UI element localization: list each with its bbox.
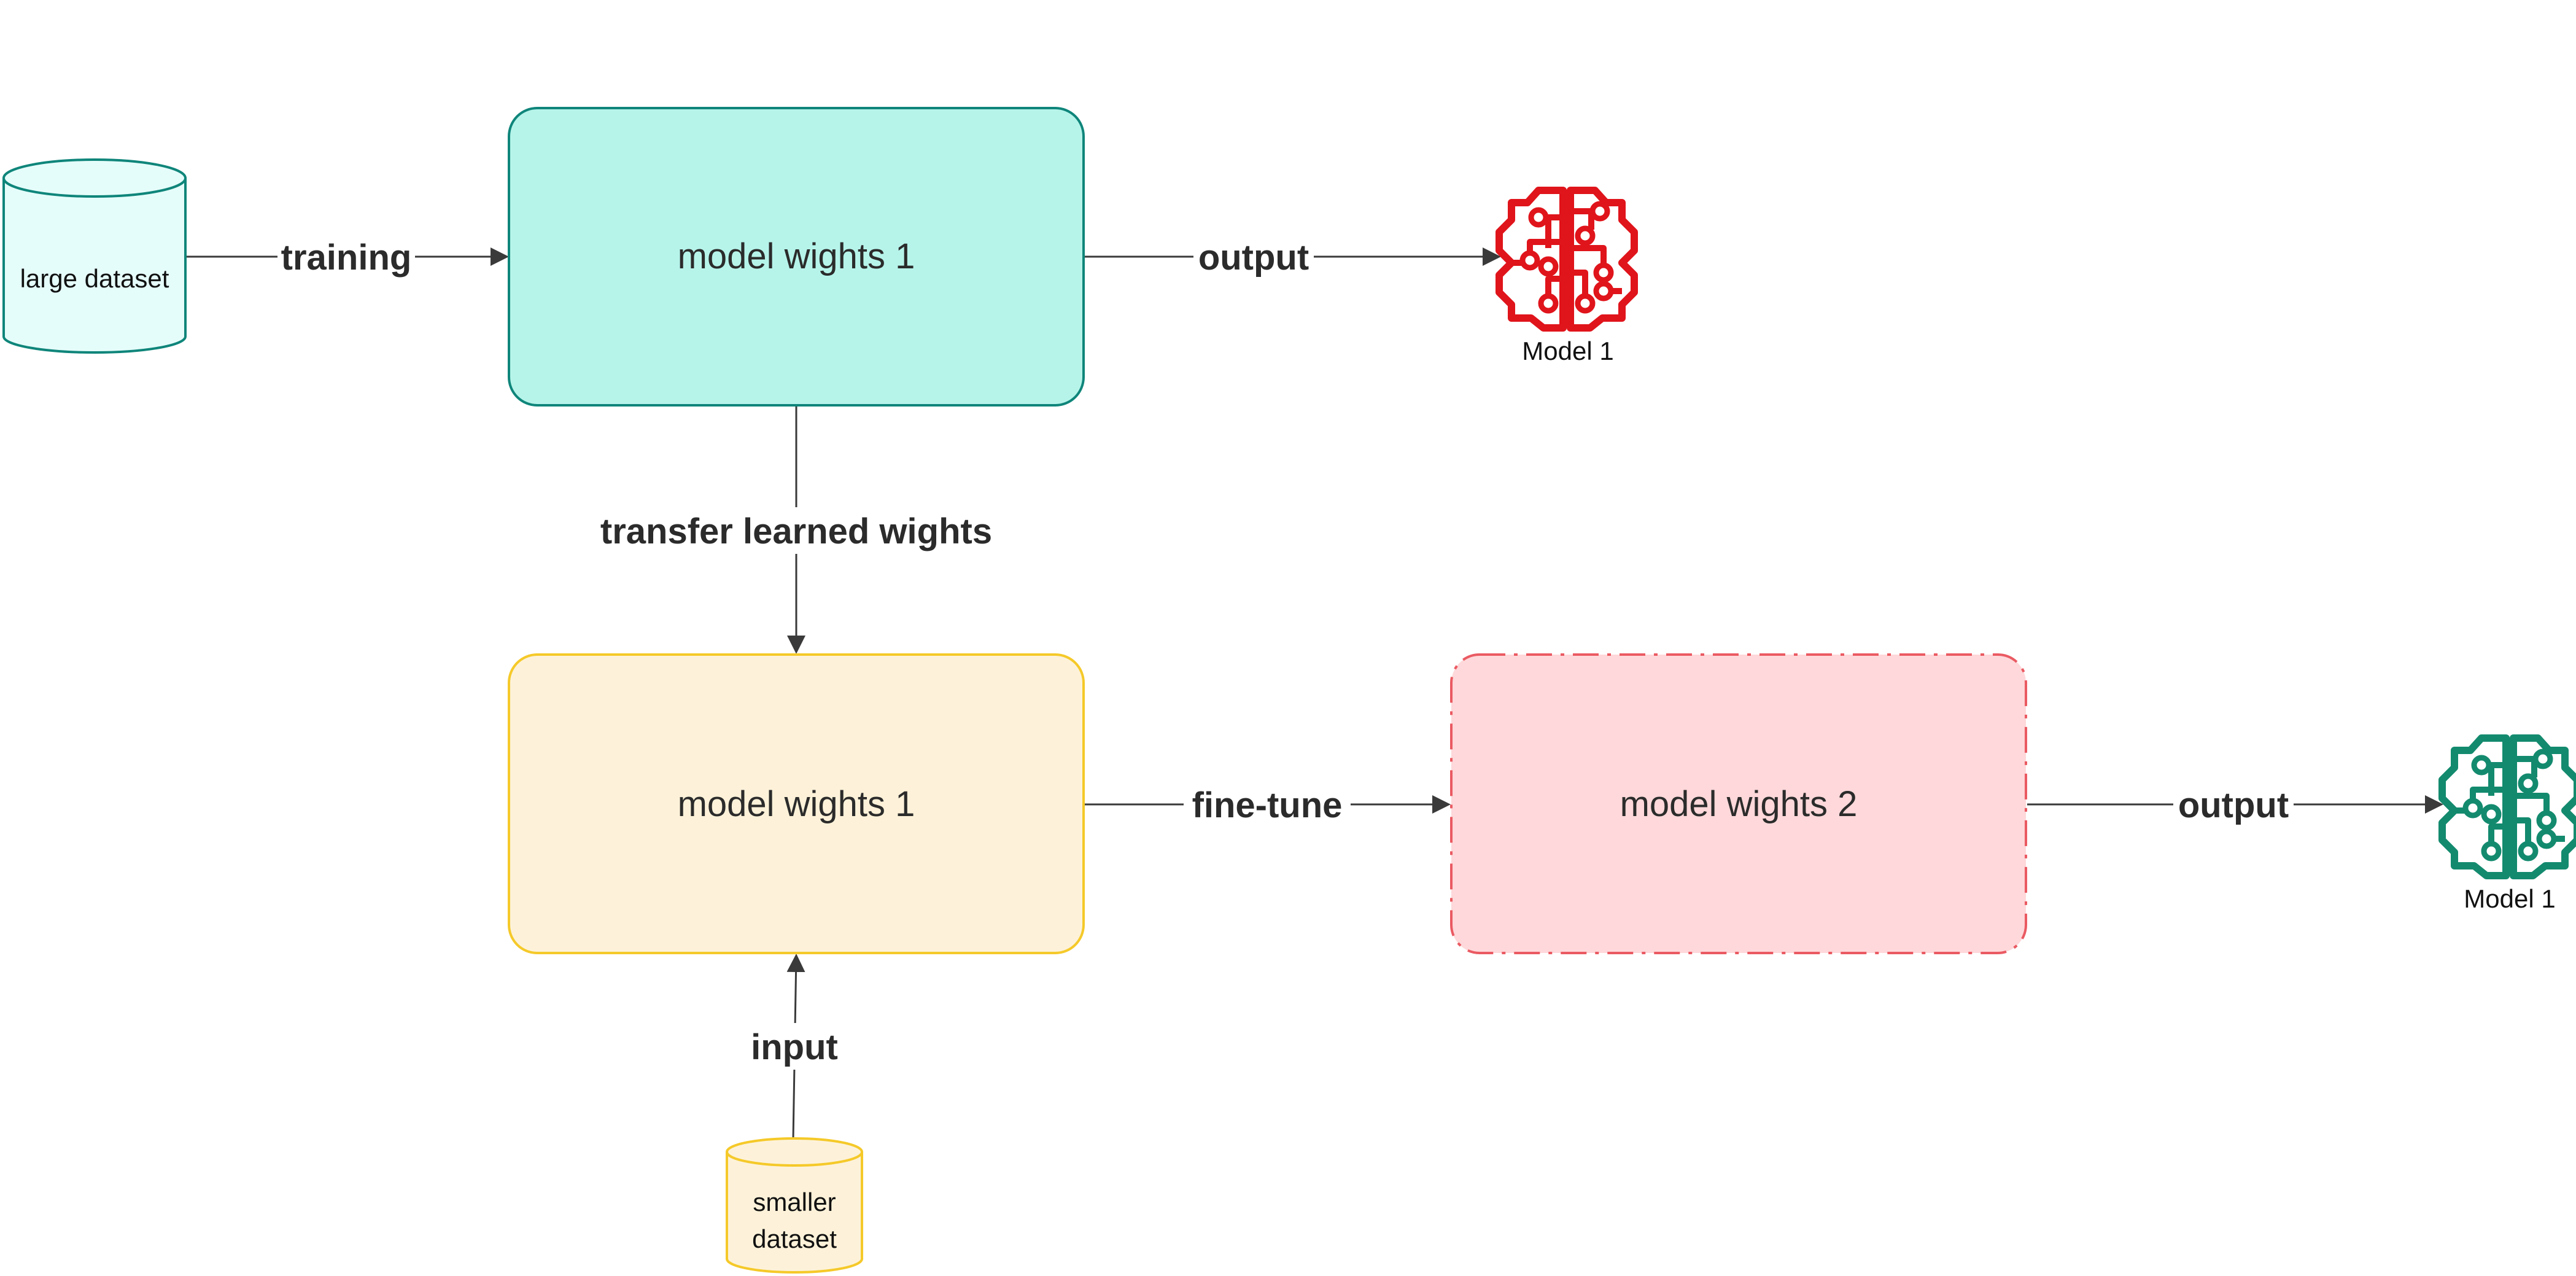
model-weights-pretrained-label: model wights 1 bbox=[678, 236, 915, 276]
model-weights-finetuned-box[interactable]: model wights 2 bbox=[1450, 653, 2027, 954]
model-1-bottom-node[interactable]: Model 1 bbox=[2442, 738, 2576, 913]
edge-label-transfer: transfer learned wights bbox=[600, 512, 992, 551]
edge-label-input: input bbox=[751, 1027, 838, 1067]
brain-circuit-icon bbox=[1499, 190, 1634, 328]
model-1-bottom-label: Model 1 bbox=[2464, 884, 2555, 913]
model-weights-pretrained-box[interactable]: model wights 1 bbox=[508, 107, 1085, 407]
smaller-dataset-cylinder[interactable]: smaller dataset bbox=[726, 1137, 863, 1274]
large-dataset-label: large dataset bbox=[20, 264, 169, 293]
model-weights-base-label: model wights 1 bbox=[678, 784, 915, 824]
edge-label-fine-tune: fine-tune bbox=[1192, 785, 1343, 825]
smaller-dataset-label-line1: smaller bbox=[753, 1188, 836, 1216]
edge-label-output-bottom: output bbox=[2178, 785, 2289, 825]
brain-circuit-icon bbox=[2442, 738, 2576, 876]
model-1-top-label: Model 1 bbox=[1522, 337, 1613, 365]
large-dataset-cylinder[interactable]: large dataset bbox=[2, 158, 187, 354]
edge-label-training: training bbox=[281, 238, 412, 278]
edge-label-output-top: output bbox=[1198, 238, 1309, 278]
model-1-top-node[interactable]: Model 1 bbox=[1499, 190, 1634, 365]
model-weights-base-box[interactable]: model wights 1 bbox=[508, 653, 1085, 954]
smaller-dataset-label-line2: dataset bbox=[752, 1224, 837, 1253]
model-weights-finetuned-label: model wights 2 bbox=[1620, 784, 1858, 824]
